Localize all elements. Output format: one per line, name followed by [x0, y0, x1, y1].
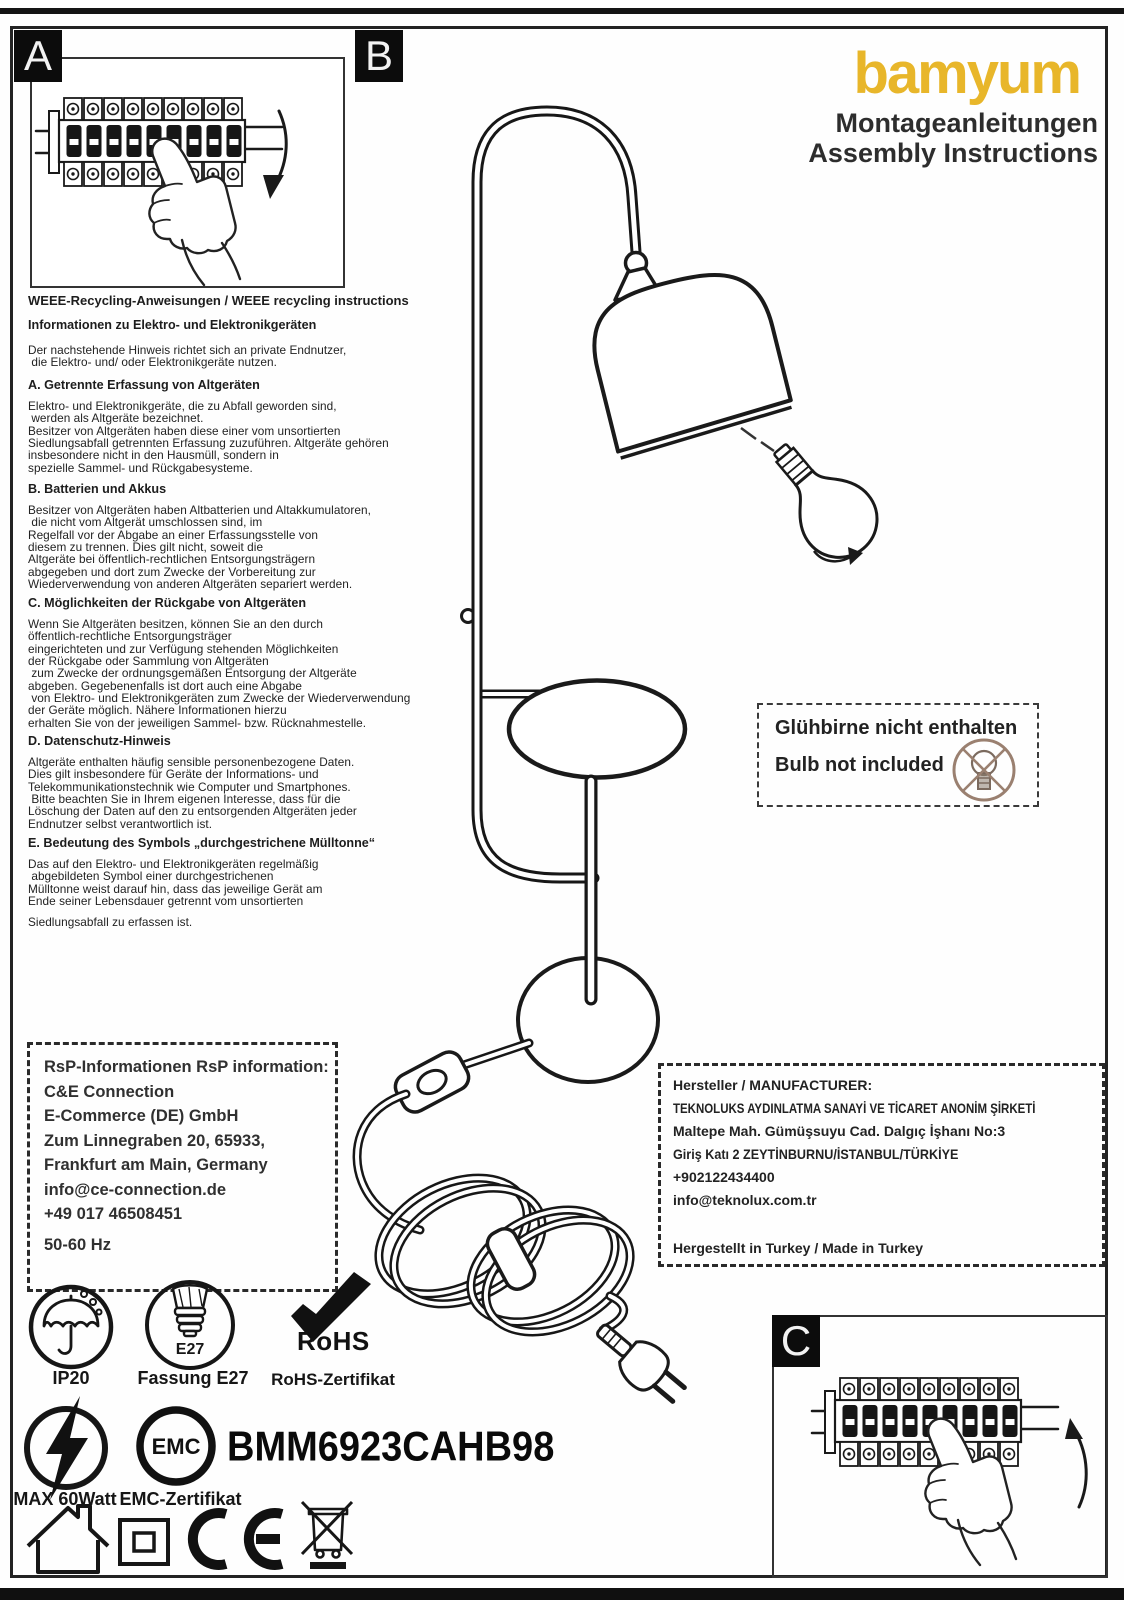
- bulb-note-en: Bulb not included: [775, 754, 944, 776]
- arrow-up-icon: [1065, 1418, 1088, 1509]
- rotate-arrow-icon: [812, 547, 863, 565]
- rsp-line: info@ce-connection.de: [44, 1180, 227, 1199]
- brand-logo: bamyum: [853, 41, 1082, 106]
- made-in: Hergestellt in Turkey / Made in Turkey: [673, 1240, 923, 1256]
- inline-switch: [393, 1050, 471, 1114]
- weee-section-a-body: Elektro- und Elektronikgeräte, die zu Ab…: [28, 399, 389, 475]
- rsp-line: E-Commerce (DE) GmbH: [44, 1107, 239, 1125]
- rsp-title: RsP-Informationen RsP information:: [44, 1058, 329, 1076]
- weee-section-b-body: Besitzer von Altgeräten haben Altbatteri…: [28, 503, 371, 592]
- svg-text:E27: E27: [176, 1341, 205, 1358]
- manufacturer-title: Hersteller / MANUFACTURER:: [673, 1077, 873, 1093]
- step-c-label: C: [772, 1315, 820, 1367]
- product-code: BMM6923CAHB98: [227, 1424, 555, 1471]
- manufacturer-line: info@teknolux.com.tr: [673, 1192, 817, 1208]
- step-c-figure: [772, 1315, 1108, 1578]
- weee-section-c-body: Wenn Sie Altgeräten besitzen, können Sie…: [28, 617, 411, 730]
- weee-section-d-heading: D. Datenschutz-Hinweis: [28, 734, 171, 748]
- svg-text:EMC: EMC: [152, 1434, 201, 1459]
- manufacturer-line: Giriş Katı 2 ZEYTİNBURNU/İSTANBUL/TÜRKİY…: [673, 1146, 959, 1162]
- weee-section-b-heading: B. Batterien und Akkus: [28, 482, 167, 496]
- rsp-info-box: RsP-Informationen RsP information: C&E C…: [27, 1042, 338, 1292]
- e27-socket-icon: E27: [145, 1280, 235, 1370]
- umbrella-rain-icon: [28, 1284, 114, 1370]
- rohs-check-icon: [291, 1272, 371, 1342]
- lamp-shade: [592, 273, 793, 460]
- watt-label: MAX 60Watt: [13, 1489, 117, 1509]
- step-b-label: B: [355, 30, 403, 82]
- cable-coil: [359, 1155, 648, 1355]
- screw-in-dashes: [740, 426, 775, 453]
- rsp-line: Zum Linnegraben 20, 65933,: [44, 1131, 265, 1150]
- bottom-rule: [0, 1588, 1124, 1600]
- weee-section-a-heading: A. Getrennte Erfassung von Altgeräten: [28, 378, 260, 392]
- breaker-figure-c: [810, 1376, 1088, 1567]
- weee-section-e-body: Das auf den Elektro- und Elektronikgerät…: [28, 857, 323, 909]
- subtitle-de: Montageanleitungen: [835, 108, 1099, 138]
- rsp-line: +49 017 46508451: [44, 1205, 183, 1223]
- bulb-note-box: Glühbirne nicht enthalten Bulb not inclu…: [757, 703, 1039, 807]
- weee-bin-icon: [300, 1500, 354, 1569]
- arrow-down-icon: [263, 109, 288, 199]
- house-icon: [26, 1504, 110, 1574]
- light-bulb: [773, 443, 879, 559]
- rsp-frequency: 50-60 Hz: [44, 1235, 111, 1254]
- rohs-label: RoHS-Zertifikat: [271, 1370, 395, 1389]
- socket-label: Fassung E27: [137, 1368, 249, 1388]
- rsp-line: C&E Connection: [44, 1082, 175, 1101]
- weee-section-d-body: Altgeräte enthalten häufig sensible pers…: [28, 755, 357, 831]
- weee-section-e-heading: E. Bedeutung des Symbols „durchgestriche…: [28, 836, 376, 850]
- class-ii-icon: [118, 1518, 170, 1566]
- page-frame: [10, 26, 1108, 1578]
- step-a-label: A: [14, 30, 62, 82]
- no-bulb-icon: [952, 738, 1016, 802]
- weee-section-c-heading: C. Möglichkeiten der Rückgabe von Altger…: [28, 596, 307, 610]
- manufacturer-box: Hersteller / MANUFACTURER: TEKNOLUKS AYD…: [658, 1063, 1105, 1267]
- manufacturer-line: TEKNOLUKS AYDINLATMA SANAYİ VE TİCARET A…: [673, 1100, 1036, 1116]
- step-a-figure: [30, 57, 345, 288]
- power-plug: [596, 1323, 687, 1404]
- subtitle-en: Assembly Instructions: [808, 138, 1098, 168]
- breaker-figure-a: [34, 96, 288, 287]
- weee-title: WEEE-Recycling-Anweisungen / WEEE recycl…: [28, 293, 409, 308]
- emc-icon: EMC: [136, 1406, 216, 1486]
- weee-intro-body: Der nachstehende Hinweis richtet sich an…: [28, 343, 347, 370]
- rsp-line: Frankfurt am Main, Germany: [44, 1156, 268, 1174]
- bulb-note-de: Glühbirne nicht enthalten: [775, 717, 1018, 739]
- manufacturer-line: +902122434400: [673, 1169, 775, 1185]
- manufacturer-line: Maltepe Mah. Gümüşsuyu Cad. Dalgıç İşhan…: [673, 1123, 1006, 1139]
- ip-label: IP20: [52, 1368, 90, 1388]
- rohs-word: RoHS: [297, 1326, 370, 1356]
- lightning-icon: [24, 1396, 108, 1500]
- lamp-tray: [506, 678, 688, 780]
- emc-label: EMC-Zertifikat: [119, 1489, 242, 1509]
- weee-footer: Siedlungsabfall zu erfassen ist.: [28, 915, 193, 929]
- weee-intro-heading: Informationen zu Elektro- und Elektronik…: [28, 318, 317, 332]
- ce-mark-icon: [187, 1508, 284, 1570]
- top-rule: [0, 8, 1124, 14]
